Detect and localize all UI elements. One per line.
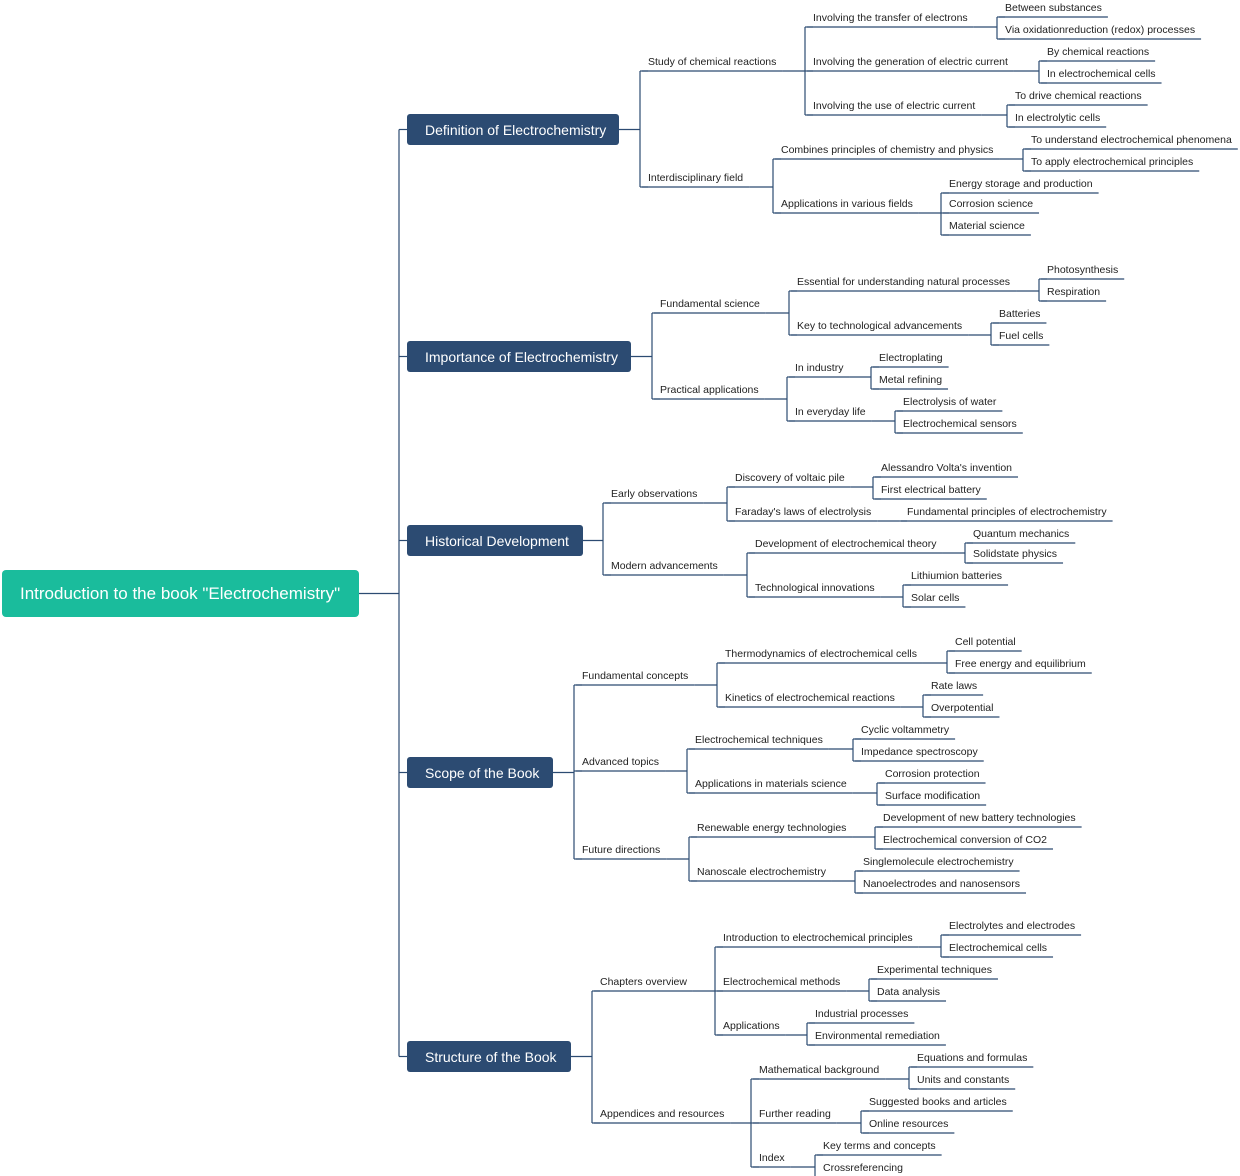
leaf-topic: Online resources bbox=[869, 1118, 949, 1130]
detail-topic: Introduction to electrochemical principl… bbox=[723, 932, 913, 944]
leaf-topic: Alessandro Volta's invention bbox=[881, 462, 1013, 474]
subtopic: Fundamental science bbox=[660, 298, 760, 310]
leaf-topic: Fuel cells bbox=[999, 330, 1044, 342]
detail-topic: Nanoscale electrochemistry bbox=[697, 866, 826, 878]
detail-topic: Kinetics of electrochemical reactions bbox=[725, 692, 895, 704]
detail-topic: In everyday life bbox=[795, 406, 866, 418]
detail-topic: Mathematical background bbox=[759, 1064, 880, 1076]
subtopic: Interdisciplinary field bbox=[648, 172, 744, 184]
leaf-topic: Corrosion science bbox=[949, 198, 1034, 210]
detail-topic: Thermodynamics of electrochemical cells bbox=[725, 648, 917, 660]
branch-topic: Definition of Electrochemistry bbox=[407, 114, 619, 145]
leaf-topic: To understand electrochemical phenomena bbox=[1031, 134, 1232, 146]
leaf-topic: First electrical battery bbox=[881, 484, 981, 496]
leaf-topic: Photosynthesis bbox=[1047, 264, 1119, 276]
detail-topic: Faraday's laws of electrolysis bbox=[735, 506, 872, 518]
branch-topic: Importance of Electrochemistry bbox=[407, 341, 631, 372]
root-topic: Introduction to the book "Electrochemist… bbox=[2, 570, 359, 617]
subtopic: Fundamental concepts bbox=[582, 670, 689, 682]
leaf-topic: Fundamental principles of electrochemist… bbox=[907, 506, 1107, 518]
branch-topic: Historical Development bbox=[407, 525, 583, 556]
leaf-topic: To drive chemical reactions bbox=[1015, 90, 1142, 102]
detail-topic: Applications in materials science bbox=[695, 778, 847, 790]
detail-topic: Development of electrochemical theory bbox=[755, 538, 937, 550]
detail-topic: Electrochemical techniques bbox=[695, 734, 823, 746]
leaf-topic: Key terms and concepts bbox=[823, 1140, 936, 1152]
leaf-topic: Surface modification bbox=[885, 790, 981, 802]
leaf-topic: Between substances bbox=[1005, 2, 1102, 14]
leaf-topic: Electrochemical conversion of CO2 bbox=[883, 834, 1047, 846]
detail-topic: Key to technological advancements bbox=[797, 320, 963, 332]
leaf-topic: By chemical reactions bbox=[1047, 46, 1150, 58]
leaf-topic: Lithiumion batteries bbox=[911, 570, 1003, 582]
leaf-topic: Rate laws bbox=[931, 680, 978, 692]
detail-topic: Applications bbox=[723, 1020, 780, 1032]
leaf-topic: Solidstate physics bbox=[973, 548, 1058, 560]
leaf-topic: Electrochemical cells bbox=[949, 942, 1048, 954]
leaf-topic: To apply electrochemical principles bbox=[1031, 156, 1194, 168]
leaf-topic: Environmental remediation bbox=[815, 1030, 940, 1042]
branch-topic: Scope of the Book bbox=[407, 757, 553, 788]
leaf-topic: Electrochemical sensors bbox=[903, 418, 1017, 430]
subtopic: Practical applications bbox=[660, 384, 759, 396]
leaf-topic: Free energy and equilibrium bbox=[955, 658, 1086, 670]
subtopic: Appendices and resources bbox=[600, 1108, 725, 1120]
subtopic: Early observations bbox=[611, 488, 698, 500]
leaf-topic: In electrochemical cells bbox=[1047, 68, 1156, 80]
detail-topic: Involving the generation of electric cur… bbox=[813, 56, 1008, 68]
leaf-topic: Cyclic voltammetry bbox=[861, 724, 950, 736]
detail-topic: Involving the transfer of electrons bbox=[813, 12, 968, 24]
detail-topic: Essential for understanding natural proc… bbox=[797, 276, 1011, 288]
leaf-topic: Electrolytes and electrodes bbox=[949, 920, 1076, 932]
detail-topic: Combines principles of chemistry and phy… bbox=[781, 144, 994, 156]
leaf-topic: Cell potential bbox=[955, 636, 1016, 648]
subtopic: Advanced topics bbox=[582, 756, 660, 768]
leaf-topic: Electrolysis of water bbox=[903, 396, 997, 408]
leaf-topic: Overpotential bbox=[931, 702, 994, 714]
leaf-topic: Material science bbox=[949, 220, 1025, 232]
subtopic: Modern advancements bbox=[611, 560, 718, 572]
leaf-topic: Nanoelectrodes and nanosensors bbox=[863, 878, 1021, 890]
leaf-topic: In electrolytic cells bbox=[1015, 112, 1101, 124]
leaf-topic: Respiration bbox=[1047, 286, 1101, 298]
detail-topic: Further reading bbox=[759, 1108, 831, 1120]
leaf-topic: Singlemolecule electrochemistry bbox=[863, 856, 1014, 868]
leaf-topic: Via oxidationreduction (redox) processes bbox=[1005, 24, 1196, 36]
detail-topic: Renewable energy technologies bbox=[697, 822, 847, 834]
subtopic: Chapters overview bbox=[600, 976, 687, 988]
subtopic: Study of chemical reactions bbox=[648, 56, 777, 68]
leaf-topic: Metal refining bbox=[879, 374, 943, 386]
subtopic: Future directions bbox=[582, 844, 661, 856]
leaf-topic: Solar cells bbox=[911, 592, 960, 604]
detail-topic: Technological innovations bbox=[755, 582, 875, 594]
leaf-topic: Impedance spectroscopy bbox=[861, 746, 978, 758]
leaf-topic: Experimental techniques bbox=[877, 964, 992, 976]
leaf-topic: Development of new battery technologies bbox=[883, 812, 1076, 824]
leaf-topic: Quantum mechanics bbox=[973, 528, 1070, 540]
detail-topic: In industry bbox=[795, 362, 844, 374]
leaf-topic: Batteries bbox=[999, 308, 1041, 320]
branch-topic: Structure of the Book bbox=[407, 1041, 571, 1072]
leaf-topic: Electroplating bbox=[879, 352, 943, 364]
leaf-topic: Units and constants bbox=[917, 1074, 1010, 1086]
detail-topic: Electrochemical methods bbox=[723, 976, 841, 988]
leaf-topic: Corrosion protection bbox=[885, 768, 980, 780]
leaf-topic: Energy storage and production bbox=[949, 178, 1093, 190]
detail-topic: Index bbox=[759, 1152, 785, 1164]
leaf-topic: Data analysis bbox=[877, 986, 941, 998]
detail-topic: Applications in various fields bbox=[781, 198, 913, 210]
leaf-topic: Industrial processes bbox=[815, 1008, 909, 1020]
leaf-topic: Crossreferencing bbox=[823, 1162, 903, 1174]
leaf-topic: Equations and formulas bbox=[917, 1052, 1028, 1064]
leaf-topic: Suggested books and articles bbox=[869, 1096, 1007, 1108]
detail-topic: Discovery of voltaic pile bbox=[735, 472, 845, 484]
detail-topic: Involving the use of electric current bbox=[813, 100, 976, 112]
